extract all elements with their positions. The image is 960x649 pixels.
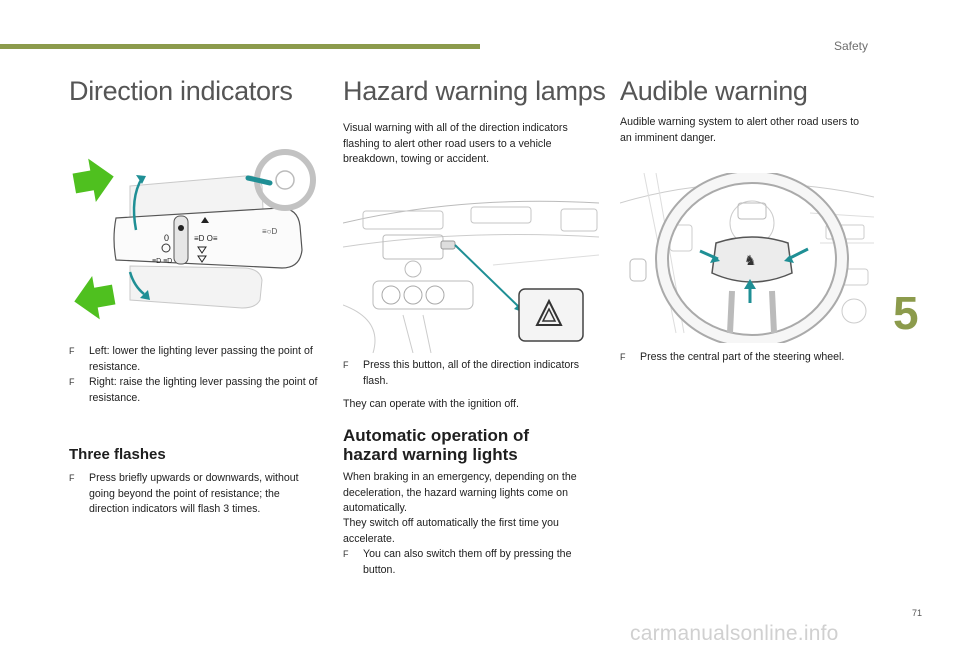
- audible-warning-title: Audible warning: [620, 76, 808, 106]
- list-item: F Left: lower the lighting lever passing…: [69, 344, 329, 375]
- bullet-text: Press the central part of the steering w…: [640, 351, 845, 363]
- bullet-text: You can also switch them off by pressing…: [363, 548, 572, 576]
- lighting-lever-illustration: 0 ≡D ≡D ≡D O≡ ≡○D: [72, 149, 316, 320]
- list-item: F You can also switch them off by pressi…: [343, 547, 603, 578]
- direction-indicators-title: Direction indicators: [69, 76, 293, 106]
- svg-text:≡D O≡: ≡D O≡: [194, 234, 218, 243]
- automatic-operation-text: When braking in an emergency, depending …: [343, 471, 577, 515]
- bullet-icon: F: [69, 473, 75, 483]
- list-item: F Press the central part of the steering…: [620, 350, 880, 366]
- page-number: 71: [912, 608, 923, 618]
- bullet-text: Left: lower the lighting lever passing t…: [89, 345, 313, 373]
- hazard-triangle-icon: [535, 298, 563, 326]
- list-item: F Right: raise the lighting lever passin…: [69, 375, 329, 406]
- hazard-button-illustration: [343, 200, 599, 353]
- heading-line: Automatic operation of: [343, 426, 530, 445]
- svg-text:≡D ≡D: ≡D ≡D: [152, 258, 172, 265]
- bullet-icon: F: [69, 346, 75, 356]
- bullet-icon: F: [69, 377, 75, 387]
- bullet-icon: F: [343, 360, 349, 370]
- audible-intro: Audible warning system to alert other ro…: [620, 116, 860, 144]
- hazard-warning-title: Hazard warning lamps: [343, 76, 606, 106]
- hazard-ignition-note: They can operate with the ignition off.: [343, 398, 519, 410]
- bullet-text: Press briefly upwards or downwards, with…: [89, 472, 299, 516]
- hazard-intro: Visual warning with all of the direction…: [343, 122, 568, 166]
- bullet-icon: F: [343, 549, 349, 559]
- svg-text:0: 0: [164, 233, 169, 243]
- steering-wheel-illustration: ♞: [620, 173, 874, 343]
- watermark-text: carmanualsonline.info: [630, 622, 839, 645]
- three-flashes-heading: Three flashes: [69, 446, 166, 463]
- svg-text:≡○D: ≡○D: [262, 227, 278, 236]
- header-accent-bar: [0, 44, 480, 49]
- section-label: Safety: [834, 39, 869, 53]
- automatic-operation-text: They switch off automatically the first …: [343, 517, 559, 545]
- heading-line: hazard warning lights: [343, 445, 518, 464]
- bullet-text: Right: raise the lighting lever passing …: [89, 376, 318, 404]
- bullet-icon: F: [620, 352, 626, 362]
- bullet-text: Press this button, all of the direction …: [363, 359, 580, 387]
- list-item: F Press briefly upwards or downwards, wi…: [69, 471, 319, 518]
- chapter-number: 5: [893, 287, 919, 339]
- automatic-operation-heading: Automatic operation of hazard warning li…: [343, 426, 613, 464]
- lion-logo-icon: ♞: [744, 253, 757, 269]
- list-item: F Press this button, all of the directio…: [343, 358, 603, 389]
